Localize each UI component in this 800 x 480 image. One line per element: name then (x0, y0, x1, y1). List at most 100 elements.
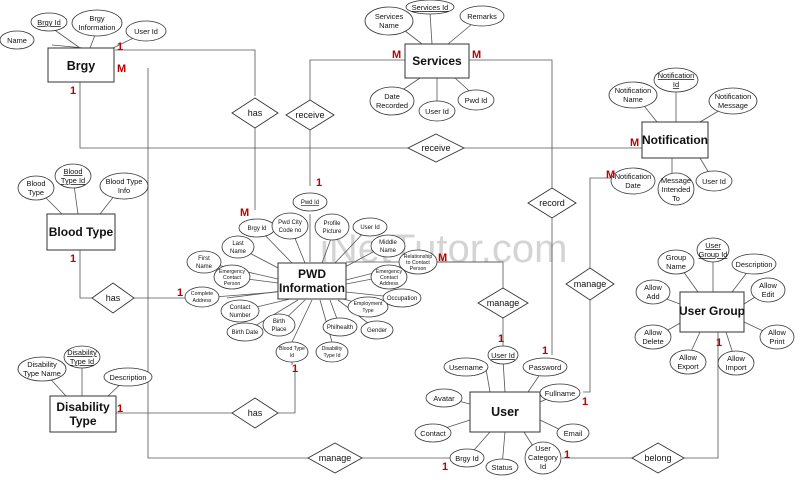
attr-brgy-info-1: Brgy (89, 14, 105, 23)
attr-pwd-middle-1: Middle (379, 240, 397, 246)
attr-pwd-ecp-1: Emergency (219, 269, 246, 275)
attr-brgy-id: Brgy Id (37, 18, 60, 27)
attr-pwd-occupation: Occupation (387, 296, 417, 302)
cardinality-markers: 1 M 1 M M M M 1 M M 1 1 1 1 1 1 1 1 1 1 (70, 41, 722, 473)
attr-ug-add-2: Add (646, 292, 659, 301)
attr-ug-delete-1: Allow (644, 328, 662, 337)
attr-notif-name-1: Notification (615, 86, 652, 95)
attr-pwd-last-2: Name (230, 249, 247, 255)
attr-ug-edit-1: Allow (759, 281, 777, 290)
attr-pwd-btid-1: Blood Type (279, 346, 305, 352)
card-brgy-bottom-1: 1 (70, 85, 76, 97)
card-disability-type-1: 1 (117, 403, 123, 415)
attr-ug-name-1: Group (666, 253, 687, 262)
attr-user-fullname: Fullname (545, 389, 575, 398)
entity-box (679, 291, 745, 333)
attr-services-name-1: Services (375, 12, 404, 21)
card-user-id-1: 1 (498, 333, 504, 345)
attr-user-contact: Contact (420, 429, 445, 438)
attr-bt-info-1: Blood Type (106, 177, 143, 186)
attr-pwd-first-1: First (198, 256, 210, 262)
attr-pwd-dtid-2: Type Id (323, 353, 340, 359)
entity-label-user-group: User Group (679, 304, 745, 318)
attr-notif-id-2: Id (673, 80, 679, 89)
entity-label-blood-type: Blood Type (49, 225, 114, 239)
card-notification-date-m: M (606, 169, 615, 181)
relationship-belong: belong (631, 442, 685, 474)
svg-text:manage: manage (487, 298, 520, 308)
entity-user-group: User Group (679, 291, 745, 333)
attr-bt-id-1: Blood (64, 167, 83, 176)
entity-services: Services (404, 43, 470, 79)
attr-pwd-birthplace-2: Place (271, 327, 287, 333)
card-fullname-1: 1 (582, 396, 588, 408)
svg-text:receive: receive (295, 110, 324, 120)
attr-services-pwd-id: Pwd Id (465, 96, 488, 105)
attr-brgy-name: Name (7, 36, 27, 45)
card-complete-address-1: 1 (177, 287, 183, 299)
entity-label-brgy: Brgy (67, 59, 96, 73)
attr-services-remarks: Remarks (467, 12, 497, 21)
attr-ug-id-1: User (705, 241, 721, 250)
card-user-group-1: 1 (716, 337, 722, 349)
entity-notification: Notification (641, 121, 709, 159)
attr-user-cat-3: Id (540, 462, 546, 471)
attr-user-cat-2: Category (528, 453, 558, 462)
relationship-record: record (527, 187, 577, 219)
relationship-manage-pwd: manage (477, 287, 529, 319)
attr-dt-name-1: Disability (27, 360, 57, 369)
attr-ug-export-2: Export (677, 362, 698, 371)
svg-text:has: has (248, 108, 263, 118)
relationship-manage-notification: manage (565, 267, 615, 301)
entity-box (46, 213, 116, 251)
card-brgy-m: M (117, 63, 126, 75)
card-blood-type-id-1: 1 (292, 363, 298, 375)
entity-box (47, 47, 115, 83)
attr-pwd-user-id: User Id (360, 225, 379, 231)
attr-ug-edit-2: Edit (762, 290, 775, 299)
attr-notif-intended-3: To (672, 194, 680, 203)
attr-ug-print-1: Allow (768, 328, 786, 337)
svg-text:belong: belong (644, 453, 671, 463)
attr-pwd-contact-2: Number (229, 313, 250, 319)
svg-text:manage: manage (319, 453, 352, 463)
attr-pwd-emp-1: Employment (354, 301, 383, 307)
relationship-has-disability: has (231, 397, 279, 429)
card-brgy-id-1: 1 (442, 461, 448, 473)
attr-notif-date-1: Notification (615, 172, 652, 181)
attr-pwd-rel-2: to Contact (406, 260, 430, 266)
attr-pwd-last-1: Last (232, 241, 244, 247)
svg-text:manage: manage (574, 279, 607, 289)
attr-notif-date-2: Date (625, 181, 641, 190)
attr-user-email: Email (564, 429, 583, 438)
attr-pwd-rel-1: Relationship (404, 254, 433, 260)
attr-user-username: Username (449, 363, 483, 372)
attr-notif-id-1: Notification (658, 71, 695, 80)
attr-user-cat-1: User (535, 444, 551, 453)
attr-services-date-2: Recorded (376, 101, 408, 110)
attr-user-avatar: Avatar (433, 394, 455, 403)
attr-bt-type-1: Blood (27, 179, 46, 188)
attr-pwd-brgy-id: Brgy Id (247, 226, 266, 232)
attr-pwd-dtid-1: Disability (322, 346, 343, 352)
attr-bt-type-2: Type (28, 188, 44, 197)
attr-brgy-info-2: Information (79, 23, 116, 32)
card-pwd-brgy-m: M (240, 207, 249, 219)
card-password-1: 1 (542, 345, 548, 357)
svg-text:has: has (106, 293, 121, 303)
attr-pwd-rel-3: Person (410, 266, 427, 272)
entity-label-disability-1: Disability (56, 400, 110, 414)
attr-pwd-btid-2: Id (290, 353, 294, 359)
attr-notif-intended-2: Intended (662, 185, 691, 194)
entity-label-disability-2: Type (69, 414, 96, 428)
attr-dt-id-2: Type Id (70, 357, 94, 366)
entity-label-pwd-2: Information (279, 281, 345, 295)
attr-pwd-eca-1: Emergency (376, 269, 403, 275)
entity-box (49, 395, 117, 433)
attr-ug-add-1: Allow (644, 283, 662, 292)
attr-pwd-city-2: Code no (279, 228, 302, 234)
attr-ug-import-1: Allow (727, 354, 745, 363)
relationship-receive-services: receive (285, 99, 335, 131)
attr-notif-msg-2: Message (718, 101, 748, 110)
